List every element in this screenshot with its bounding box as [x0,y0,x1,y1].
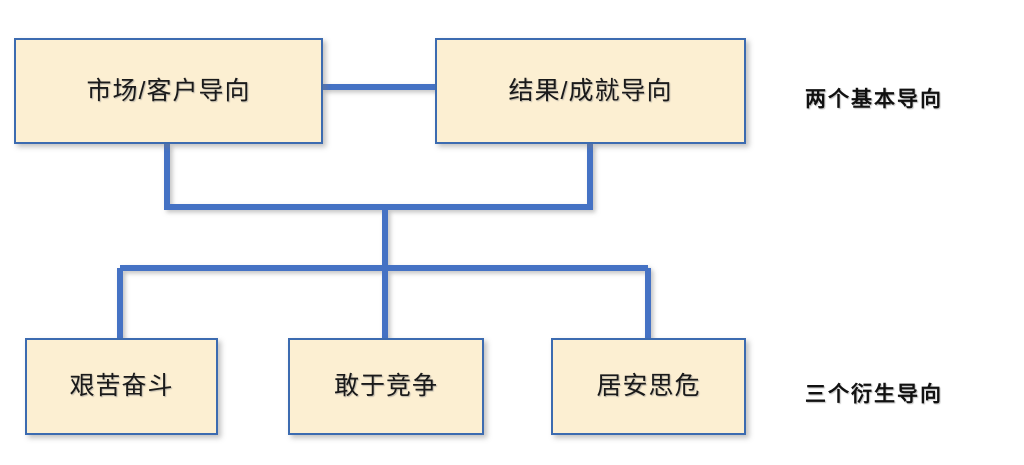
node-label: 居安思危 [596,372,701,400]
node-label: 结果/成就导向 [508,76,673,105]
node-hard-struggle[interactable]: 艰苦奋斗 [25,338,218,435]
connector-result-to-trunk [385,144,593,210]
node-label: 敢于竞争 [333,372,438,400]
connector-market-to-trunk [164,144,385,210]
node-dare-to-compete[interactable]: 敢于竞争 [288,338,484,435]
node-result-achievement-orientation[interactable]: 结果/成就导向 [435,38,746,144]
annotation-three-derived-orientations: 三个衍生导向 [805,383,943,406]
node-vigilance-in-peace[interactable]: 居安思危 [551,338,746,435]
node-label: 市场/客户导向 [86,76,251,105]
node-market-customer-orientation[interactable]: 市场/客户导向 [14,38,323,144]
annotation-two-basic-orientations: 两个基本导向 [805,88,943,111]
node-label: 艰苦奋斗 [69,372,174,400]
